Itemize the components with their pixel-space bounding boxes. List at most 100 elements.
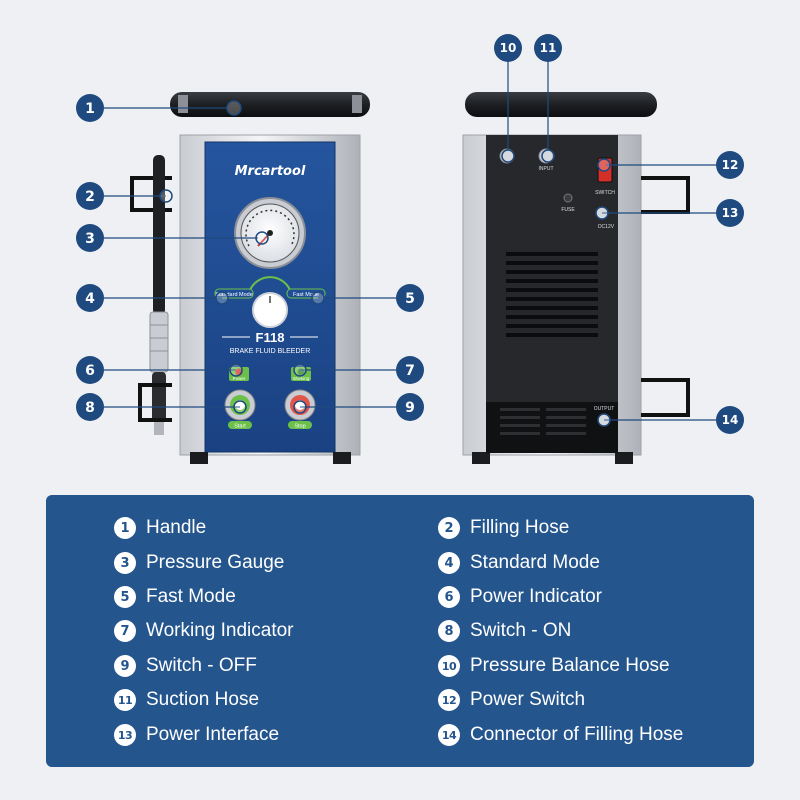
legend-panel: 1 Handle 2 Filling Hose 3 Pressure Gauge…: [46, 495, 754, 767]
svg-text:SWITCH: SWITCH: [595, 190, 615, 196]
svg-text:DC12V: DC12V: [598, 224, 615, 230]
legend-label: Connector of Filling Hose: [470, 724, 684, 745]
fuse: [563, 193, 573, 203]
back-panel: [486, 135, 618, 453]
svg-text:Working: Working: [293, 376, 310, 381]
svg-text:9: 9: [405, 400, 415, 416]
legend-number: 7: [114, 620, 136, 642]
legend-number: 1: [114, 517, 136, 539]
svg-text:1: 1: [85, 101, 95, 117]
legend-item: 10 Pressure Balance Hose: [438, 651, 670, 681]
standard-mode-label: [214, 288, 254, 299]
svg-text:Fast Mode: Fast Mode: [293, 292, 319, 298]
vent-lower: [500, 408, 586, 435]
callout-11: 11: [534, 34, 562, 62]
svg-text:Stop: Stop: [294, 424, 305, 430]
svg-text:OUTPUT: OUTPUT: [594, 406, 615, 412]
legend-label: Switch - OFF: [146, 655, 257, 676]
svg-text:13: 13: [722, 206, 739, 220]
legend-item: 14 Connector of Filling Hose: [438, 720, 683, 750]
legend-number: 11: [114, 689, 136, 711]
legend-item: 9 Switch - OFF: [114, 651, 257, 681]
model-name: F118: [256, 330, 285, 345]
legend-item: 4 Standard Mode: [438, 548, 600, 578]
svg-text:2: 2: [85, 189, 95, 205]
svg-text:Power: Power: [233, 376, 246, 381]
brand-name: Mrcartool: [235, 164, 306, 179]
legend-item: 1 Handle: [114, 513, 206, 543]
callout-14: 14: [716, 406, 744, 434]
svg-text:4: 4: [85, 291, 95, 307]
callout-8: 8: [76, 393, 104, 421]
callouts: [104, 62, 716, 427]
legend-item: 12 Power Switch: [438, 685, 585, 715]
product-illustration: Mrcartool Standard Mode Fast Mode F118 B…: [76, 34, 744, 464]
legend-item: 5 Fast Mode: [114, 582, 236, 612]
svg-text:3: 3: [85, 231, 95, 247]
filling-hose-bracket: [130, 176, 172, 212]
callout-12: 12: [716, 151, 744, 179]
svg-text:10: 10: [500, 41, 517, 55]
svg-text:5: 5: [405, 291, 415, 307]
legend-number: 5: [114, 586, 136, 608]
mode-knob[interactable]: [252, 292, 288, 328]
svg-text:14: 14: [722, 413, 739, 427]
legend-item: 13 Power Interface: [114, 720, 279, 750]
legend-item: 11 Suction Hose: [114, 685, 259, 715]
svg-text:6: 6: [85, 363, 95, 379]
legend-label: Fast Mode: [146, 586, 236, 607]
callout-6: 6: [76, 356, 104, 384]
product-subtitle: BRAKE FLUID BLEEDER: [230, 348, 311, 355]
legend-item: 3 Pressure Gauge: [114, 548, 284, 578]
legend-number: 13: [114, 724, 136, 746]
legend-item: 7 Working Indicator: [114, 616, 294, 646]
svg-text:11: 11: [540, 41, 557, 55]
legend-number: 14: [438, 724, 460, 746]
pressure-gauge: [234, 197, 306, 269]
legend-label: Power Interface: [146, 724, 280, 745]
filling-hose: [153, 155, 165, 315]
callout-13: 13: [716, 199, 744, 227]
svg-text:7: 7: [405, 363, 415, 379]
legend-item: 8 Switch - ON: [438, 616, 571, 646]
legend-number: 4: [438, 552, 460, 574]
front-unit: Mrcartool Standard Mode Fast Mode F118 B…: [130, 92, 370, 464]
svg-text:INPUT: INPUT: [539, 166, 554, 172]
callout-7: 7: [396, 356, 424, 384]
callout-2: 2: [76, 182, 104, 210]
svg-text:Standard Mode: Standard Mode: [215, 292, 253, 298]
callout-9: 9: [396, 393, 424, 421]
legend-number: 8: [438, 620, 460, 642]
legend-label: Pressure Gauge: [146, 552, 285, 573]
back-unit: INPUT FUSE SWITCH DC12V: [462, 92, 690, 464]
callout-10: 10: [494, 34, 522, 62]
callout-4: 4: [76, 284, 104, 312]
callout-3: 3: [76, 224, 104, 252]
legend-number: 9: [114, 655, 136, 677]
legend-number: 2: [438, 517, 460, 539]
legend-label: Power Indicator: [470, 586, 603, 607]
legend-label: Standard Mode: [470, 552, 600, 573]
legend-number: 3: [114, 552, 136, 574]
legend-number: 6: [438, 586, 460, 608]
legend-label: Switch - ON: [470, 620, 572, 641]
power-switch[interactable]: [597, 157, 613, 183]
legend-label: Handle: [146, 517, 207, 538]
callout-5: 5: [396, 284, 424, 312]
legend-item: 2 Filling Hose: [438, 513, 569, 543]
legend-label: Suction Hose: [146, 689, 260, 710]
legend-number: 10: [438, 655, 460, 677]
legend-label: Filling Hose: [470, 517, 570, 538]
svg-text:Start: Start: [234, 424, 246, 430]
legend-number: 12: [438, 689, 460, 711]
handle: [170, 92, 370, 117]
legend-label: Pressure Balance Hose: [470, 655, 670, 676]
vent-upper: [506, 252, 598, 337]
legend-item: 6 Power Indicator: [438, 582, 602, 612]
callout-1: 1: [76, 94, 104, 122]
svg-text:12: 12: [722, 158, 739, 172]
fast-mode-label: [286, 288, 326, 299]
legend-label: Power Switch: [470, 689, 586, 710]
svg-text:8: 8: [85, 400, 95, 416]
legend-label: Working Indicator: [146, 620, 294, 641]
